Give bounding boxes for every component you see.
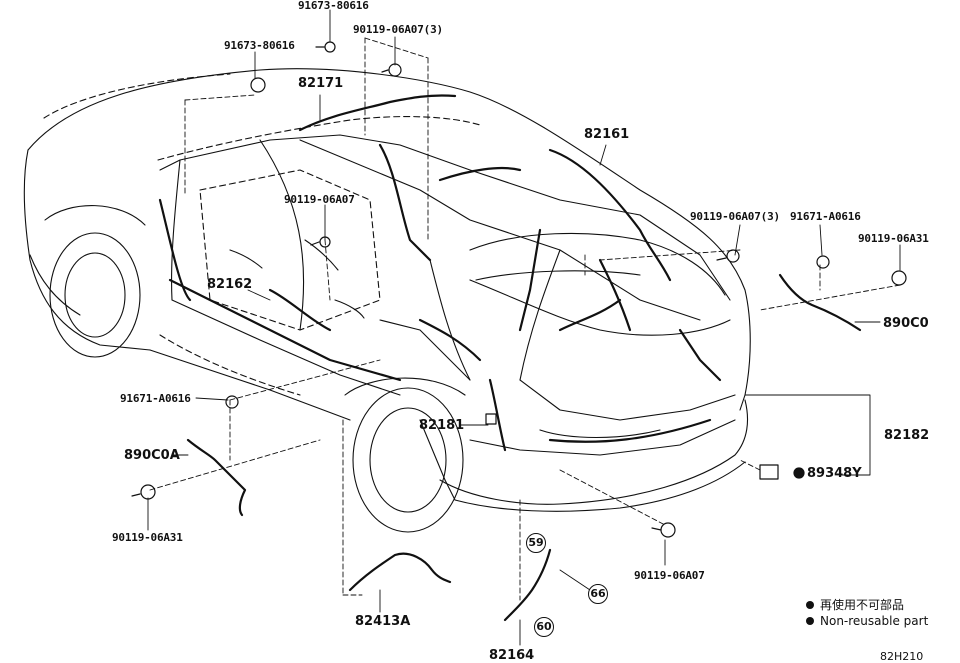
part-label: 91673-80616 [224,39,295,52]
callout-number: 59 [526,533,546,553]
legend-jp: 再使用不可部品 [806,596,904,613]
part-label: 82171 [298,76,344,91]
legend-jp-text: 再使用不可部品 [820,598,905,612]
non-reusable-dot-icon [806,601,814,609]
part-label: 90119-06A07(3) [690,210,780,223]
part-label: 90119-06A07 [634,569,705,582]
part-label: 91671-A0616 [790,210,861,223]
non-reusable-dot-icon [806,617,814,625]
part-label: 82161 [584,127,630,142]
part-label: 890C0 [883,316,929,331]
part-label: 82162 [207,277,253,292]
part-label: 91673-80616 [298,0,369,12]
drawing-code: 82H210 [880,650,924,663]
callout-number: 66 [588,584,608,604]
part-label: 82413A [355,614,411,629]
part-label: 90119-06A31 [858,232,929,245]
fastener-glyphs [131,41,907,538]
wire-harness-lines [158,94,862,622]
dashed-leaders [149,37,901,601]
part-label: 90119-06A07(3) [353,23,443,36]
part-label: 82181 [419,418,465,433]
part-label: 82164 [489,648,535,663]
legend-en-text: Non-reusable part [820,614,929,628]
part-label: 91671-A0616 [120,392,191,405]
part-label: 90119-06A31 [112,531,183,544]
legend-en: Non-reusable part [806,614,928,628]
solid-leaders [147,9,901,646]
part-label: 90119-06A07 [284,193,355,206]
part-label: 890C0A [124,448,180,463]
part-label: 82182 [884,428,930,443]
part-label: 89348Y [807,466,862,481]
callout-number: 60 [534,617,554,637]
